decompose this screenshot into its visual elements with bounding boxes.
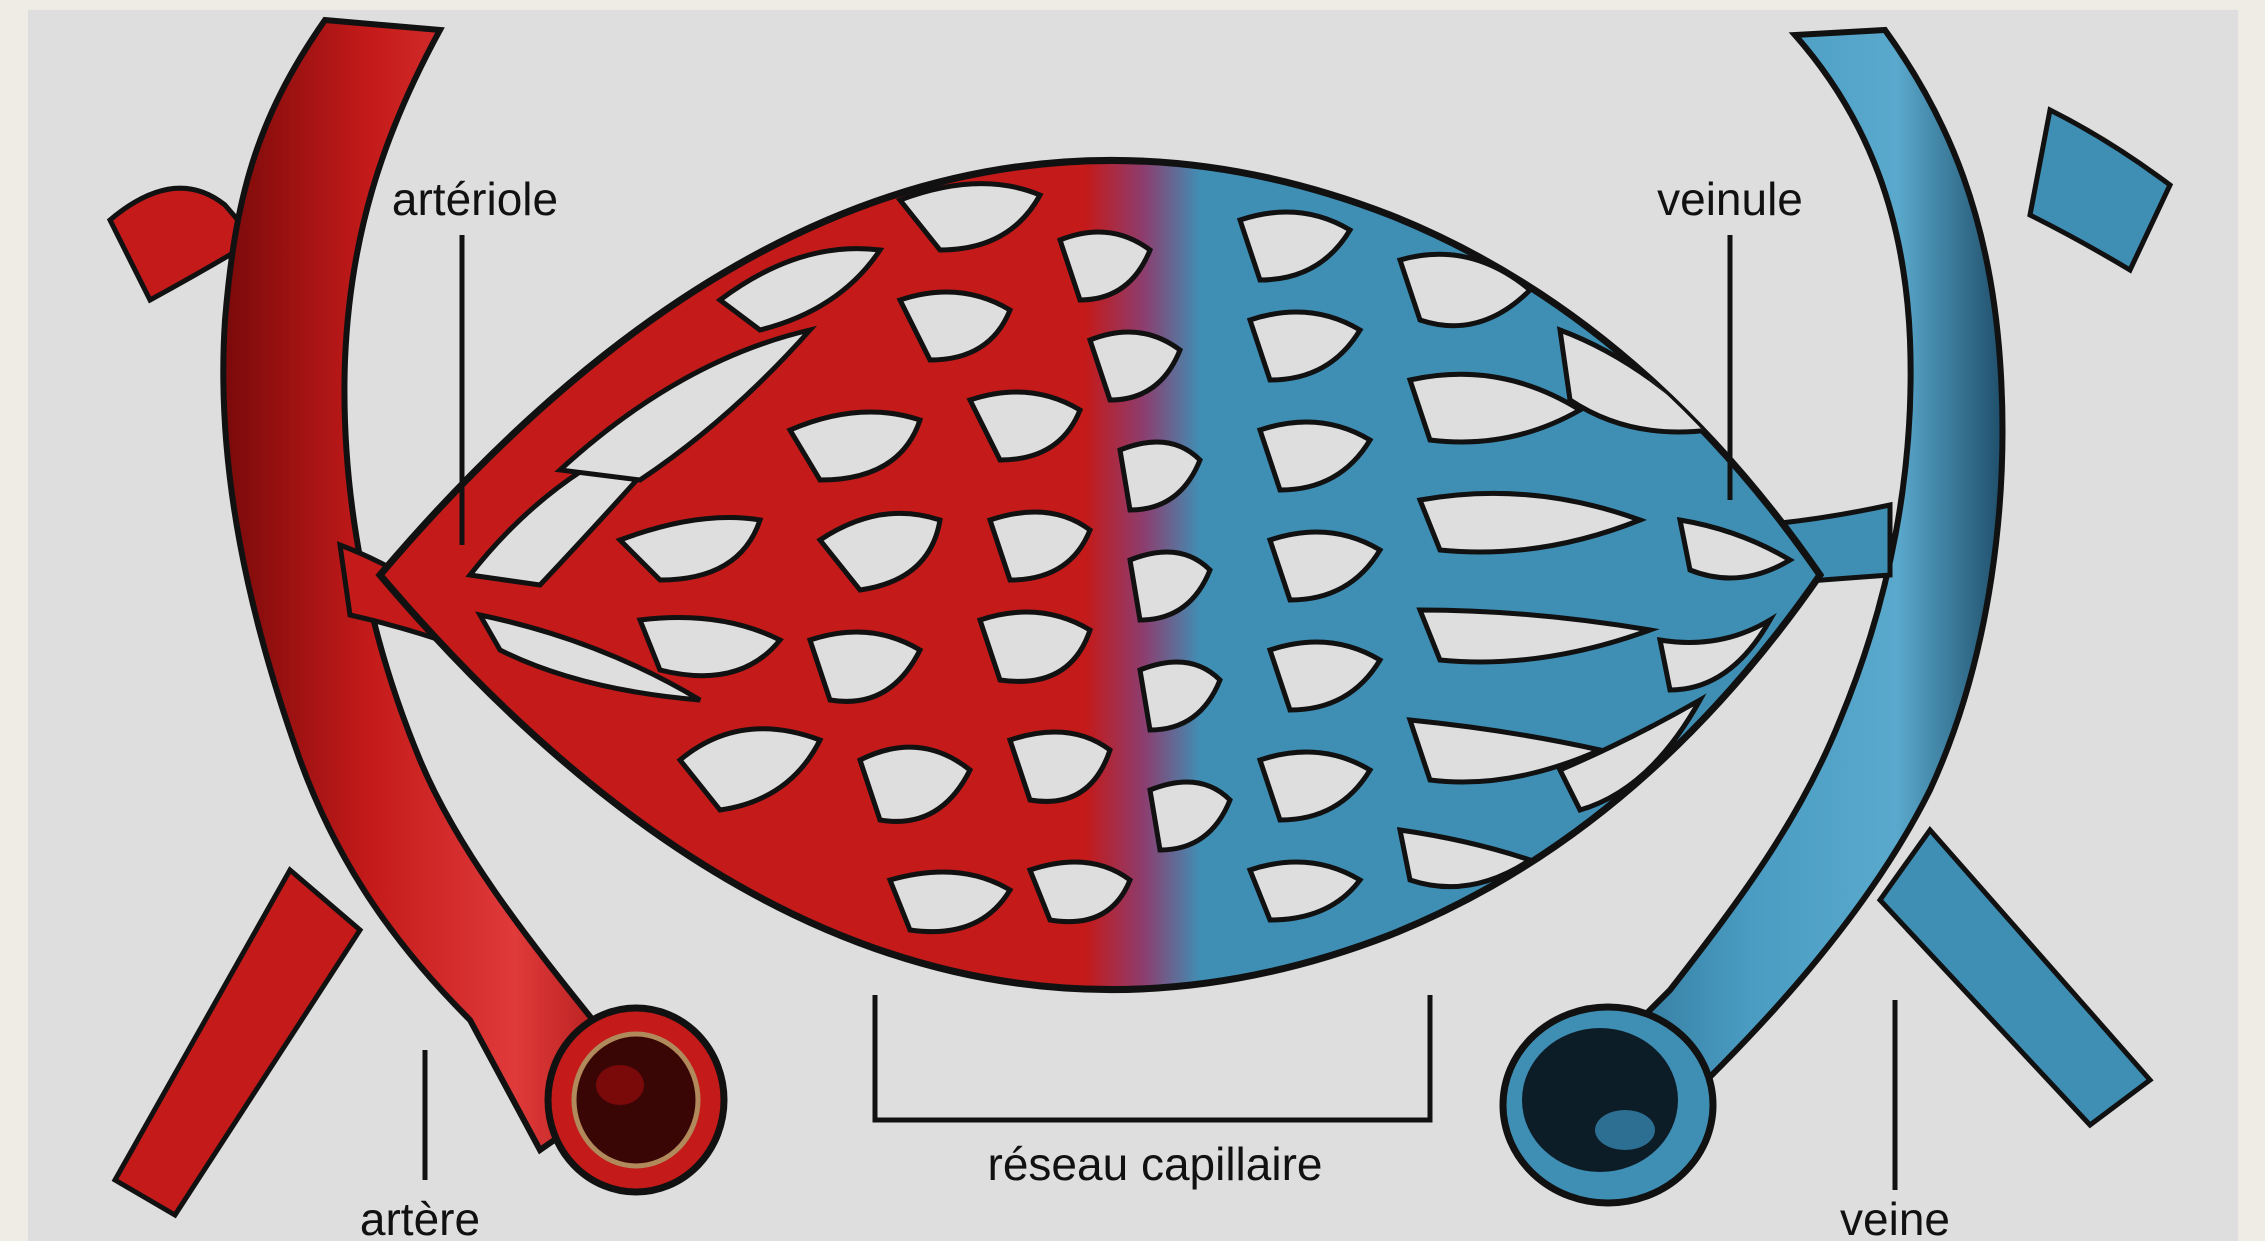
arteriole-label: artériole: [392, 173, 558, 225]
vein-label: veine: [1840, 1193, 1950, 1241]
capillary-network-label: réseau capillaire: [988, 1138, 1323, 1190]
artery-label: artère: [360, 1193, 480, 1241]
venule-label: veinule: [1657, 173, 1803, 225]
